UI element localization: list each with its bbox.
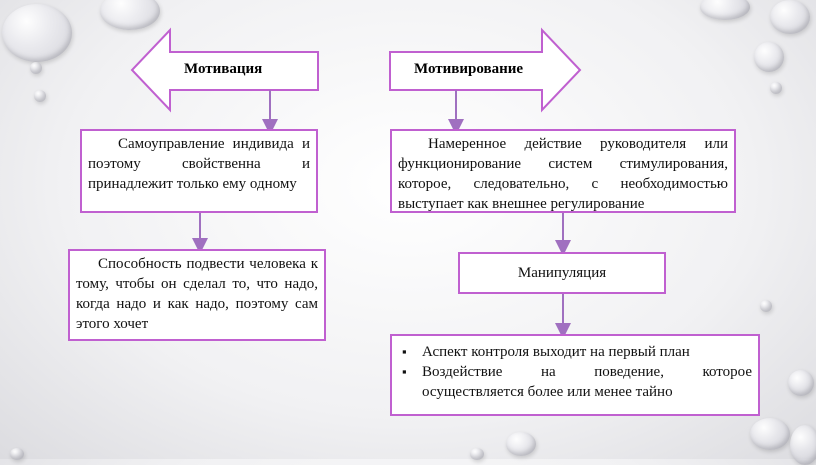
left-box-ability: Способность подвести человека к тому, чт… [68,249,326,341]
water-drop-decoration [754,42,784,72]
right-box-intentional-action: Намеренное действие руководителя или фун… [390,129,736,213]
water-drop-decoration [30,62,42,74]
water-drop-decoration [470,448,484,460]
right-box-manipulation-text: Манипуляция [517,265,607,281]
water-drop-decoration [770,82,782,94]
right-arrow-shape [389,27,582,113]
right-box-bullets: Аспект контроля выходит на первый план В… [390,334,760,416]
bullet-list: Аспект контроля выходит на первый план В… [398,342,752,402]
left-box-ability-text: Способность подвести человека к тому, чт… [76,256,318,332]
bullet-item: Аспект контроля выходит на первый план [402,342,752,362]
water-drop-decoration [788,370,814,396]
water-drop-decoration [506,432,536,456]
water-drop-decoration [760,300,772,312]
water-drop-decoration [34,90,46,102]
water-drop-decoration [10,448,24,460]
water-drop-decoration [770,0,810,34]
water-drop-decoration [750,418,790,450]
right-box-intentional-action-text: Намеренное действие руководителя или фун… [398,136,728,212]
left-box-self-management-text: Самоуправление индивида и поэтому свойст… [88,136,310,192]
water-drop-decoration [100,0,160,30]
water-drop-decoration [790,425,816,465]
left-box-self-management: Самоуправление индивида и поэтому свойст… [80,129,318,213]
left-arrow-label: Мотивация [184,61,263,77]
right-box-manipulation: Манипуляция [458,252,666,294]
bullet-item: Воздействие на поведение, которое осущес… [402,362,752,402]
right-arrow-label: Мотивирование [414,61,524,77]
water-drop-decoration [700,0,750,20]
left-arrow-shape [130,27,319,113]
water-drop-decoration [2,4,72,62]
